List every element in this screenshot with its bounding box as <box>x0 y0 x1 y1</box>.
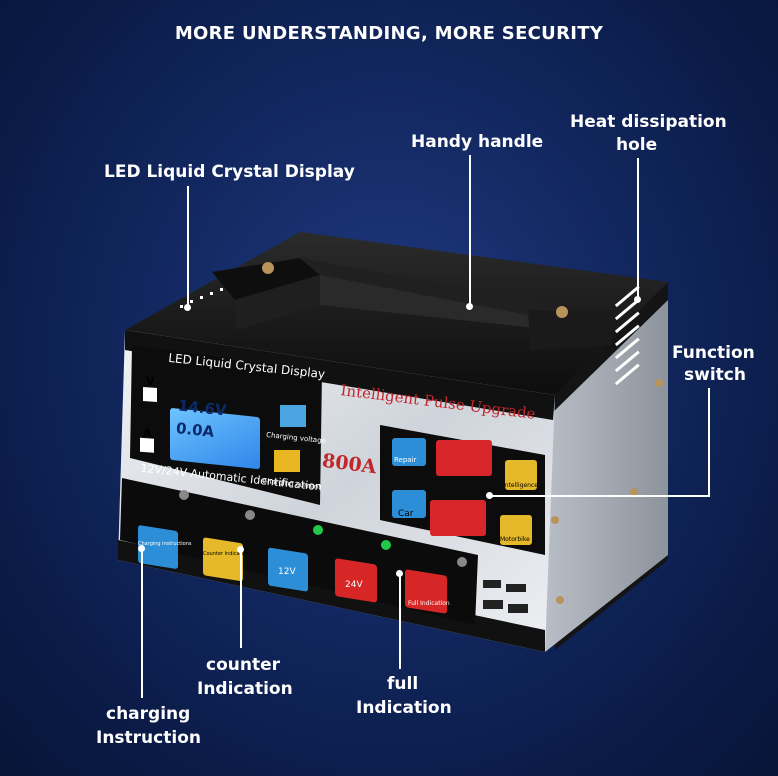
indicator-band <box>120 478 478 625</box>
callout-charging-line1: charging <box>106 704 191 724</box>
callout-counter-line1: counter <box>206 655 281 675</box>
callout-handle: Handy handle <box>411 132 544 152</box>
callout-function-line1: Function <box>672 343 755 363</box>
car-label: Car <box>398 509 414 519</box>
red-switch-1 <box>436 440 492 476</box>
callout-charging-line2: Instruction <box>96 728 201 748</box>
headline: MORE UNDERSTANDING, MORE SECURITY <box>174 23 604 44</box>
btn-12v <box>268 547 308 592</box>
callout-function-line2: switch <box>684 365 746 385</box>
callout-counter-line2: Indication <box>197 679 293 699</box>
current-reading: 0.0A <box>175 419 216 441</box>
btn-12v-label: 12V <box>278 567 296 577</box>
heat-dissipation-holes <box>614 285 640 386</box>
motorbike-label: Motorbike <box>500 536 530 543</box>
a-label: A <box>143 427 152 440</box>
btn-24v <box>335 558 377 603</box>
callout-full-line1: full <box>387 674 419 694</box>
callout-heat-line2: hole <box>616 135 658 155</box>
btn-charging <box>138 525 178 569</box>
lcd-screen <box>170 408 260 470</box>
btn-counter-label: Counter Indication <box>203 551 250 557</box>
callout-heat-line1: Heat dissipation <box>570 112 727 132</box>
btn-charging-label: Charging instructions <box>138 541 192 547</box>
callout-lcd: LED Liquid Crystal Display <box>104 162 355 182</box>
intelligence-label: Intelligence <box>503 482 538 489</box>
btn-24v-label: 24V <box>345 580 363 590</box>
handle <box>212 258 612 350</box>
btn-counter <box>203 537 243 582</box>
btn-full <box>405 569 447 614</box>
btn-full-label: Full Indication <box>408 600 450 607</box>
repair-label: Repair <box>394 456 417 464</box>
side-panel <box>545 300 668 652</box>
red-switch-2 <box>430 500 486 536</box>
callout-full-line2: Indication <box>356 698 452 718</box>
v-label: V <box>146 375 155 388</box>
